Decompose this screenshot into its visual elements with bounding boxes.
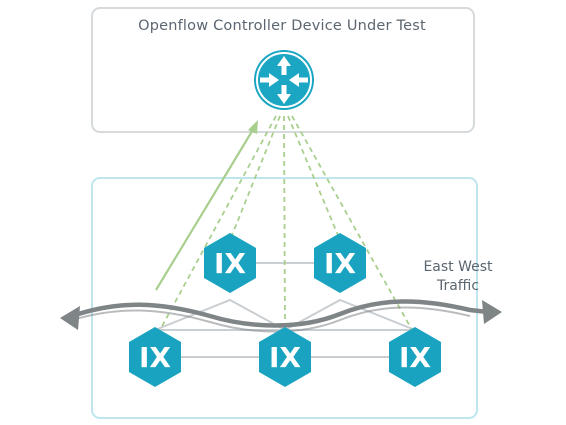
traffic-label-line2: Traffic bbox=[436, 278, 480, 294]
uplink-arrow bbox=[155, 120, 258, 291]
ix-node-label: IX bbox=[214, 247, 246, 280]
dut-title: Openflow Controller Device Under Test bbox=[138, 18, 426, 34]
ix-node-label: IX bbox=[399, 341, 431, 374]
ix-node-top-left: IX bbox=[204, 233, 256, 293]
ix-node-bottom-center: IX bbox=[259, 327, 311, 387]
ix-node-bottom-left: IX bbox=[129, 327, 181, 387]
router-icon bbox=[254, 50, 314, 110]
ix-node-bottom-right: IX bbox=[389, 327, 441, 387]
openflow-control-links bbox=[159, 115, 413, 331]
ix-node-label: IX bbox=[324, 247, 356, 280]
east-west-traffic-arrow bbox=[60, 299, 502, 333]
ix-node-label: IX bbox=[139, 341, 171, 374]
ix-node-label: IX bbox=[269, 341, 301, 374]
traffic-label-line1: East West bbox=[423, 259, 493, 275]
ix-node-top-right: IX bbox=[314, 233, 366, 293]
east-west-traffic-label: East West Traffic bbox=[408, 258, 508, 296]
